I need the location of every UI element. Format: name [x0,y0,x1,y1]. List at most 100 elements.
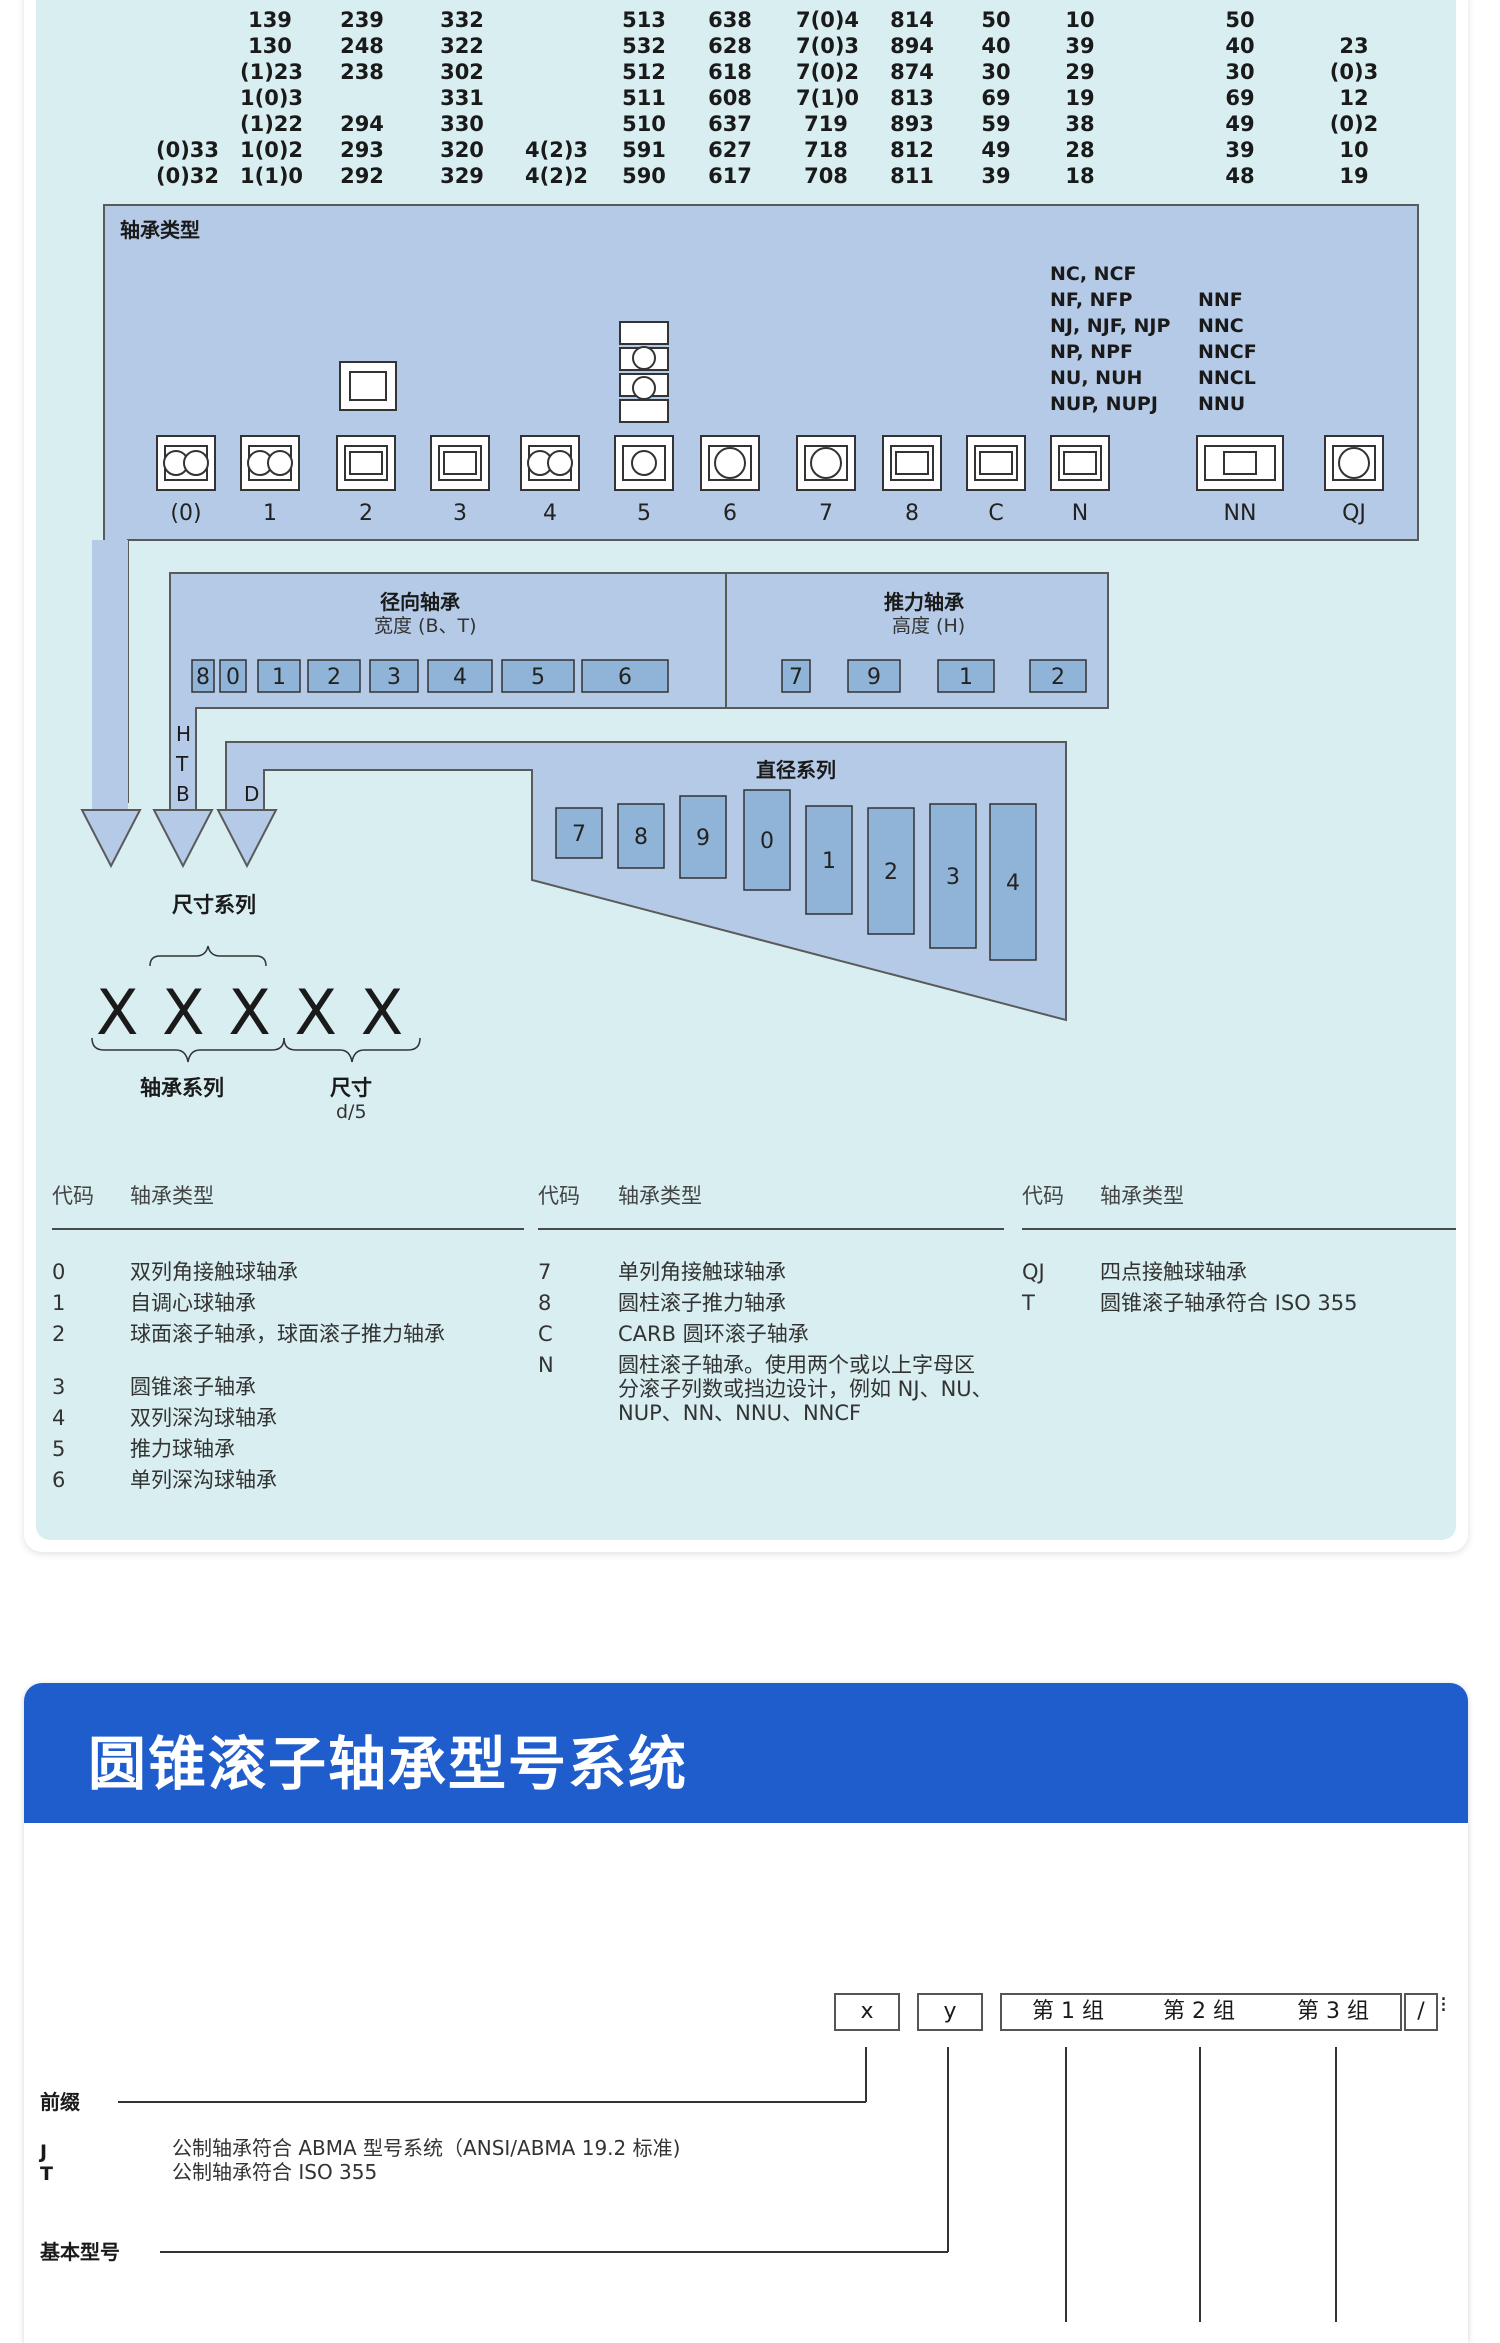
series-cell: 19 [1339,164,1369,188]
series-cell: 591 [622,138,666,162]
roller-icon [349,451,383,475]
type-code: 6 [52,1468,66,1492]
roller-icon [443,451,477,475]
diameter-code-label: 3 [946,865,960,890]
series-cell: 1(1)0 [240,164,304,188]
radial-code-box [307,659,361,693]
roller-icon [1223,451,1257,475]
series-cell: 7(1)0 [796,86,860,110]
type-description: 分滚子列数或挡边设计，例如 NJ、NU、 [618,1377,993,1401]
nn-variant: NNU [1198,393,1246,415]
section-title: 圆锥滚子轴承型号系统 [88,1730,689,1798]
code-header: 代码 [1022,1184,1064,1208]
type-description: 单列角接触球轴承 [618,1260,786,1284]
series-cell: 532 [622,34,666,58]
ball-icon [632,346,656,370]
radial-code-label: 1 [272,665,286,690]
nn-variant: NNCF [1198,341,1257,363]
type-code: T [1022,1291,1035,1315]
series-cell: 59 [981,112,1011,136]
type-description: 自调心球轴承 [130,1291,256,1315]
box-ellipsis: ⁝ [1440,1993,1447,2018]
series-cell: 39 [1065,34,1095,58]
n-variant: NC, NCF [1050,263,1137,285]
series-cell: 239 [340,8,384,32]
arrow-head-1 [80,809,142,869]
series-cell: 12 [1339,86,1369,110]
series-cell: 23 [1339,34,1369,58]
radial-code-label: 6 [618,665,632,690]
diameter-code-label: 4 [1006,871,1020,896]
diameter-code-box [617,803,665,869]
diameter-code-label: 1 [822,849,836,874]
series-cell: 292 [340,164,384,188]
letter-b: B [176,782,190,806]
basic-label: 基本型号 [40,2240,120,2264]
ball-icon [267,450,293,476]
series-cell: 40 [981,34,1011,58]
code-header: 代码 [538,1184,580,1208]
prefix-desc-j: 公制轴承符合 ABMA 型号系统（ANSI/ABMA 19.2 标准) [172,2136,681,2160]
type-description: CARB 圆环滚子轴承 [618,1322,809,1346]
table-header-rule [52,1228,524,1230]
section-banner: 圆锥滚子轴承型号系统 [24,1683,1468,1823]
type-description: 圆柱滚子轴承。使用两个或以上字母区 [618,1353,975,1377]
thrust-subtitle: 高度 (H) [892,615,966,637]
roller-icon [1063,451,1097,475]
radial-title: 径向轴承 [380,590,460,614]
bearing-type-code: N [1071,501,1089,526]
type-code: 5 [52,1437,66,1461]
series-cell: 293 [340,138,384,162]
ball-icon [632,376,656,400]
series-cell: 708 [804,164,848,188]
bearing-type-code: C [988,501,1004,526]
series-cell: 590 [622,164,666,188]
series-cell: 320 [440,138,484,162]
type-description: NUP、NN、NNU、NNCF [618,1401,862,1425]
series-cell: 813 [890,86,934,110]
radial-code-label: 8 [196,665,210,690]
series-cell: 1(0)3 [240,86,304,110]
series-cell: 139 [248,8,292,32]
series-cell: 50 [1225,8,1255,32]
series-cell: 637 [708,112,752,136]
type-header: 轴承类型 [130,1184,214,1208]
type-code: 8 [538,1291,552,1315]
nn-variant: NNC [1198,315,1244,337]
code-header: 代码 [52,1184,94,1208]
diameter-code-box [743,789,791,891]
bearing-type-code: NN [1223,501,1257,526]
series-cell: 10 [1065,8,1095,32]
n-variant: NP, NPF [1050,341,1133,363]
diameter-code-box [805,805,853,915]
radial-code-box [427,659,493,693]
type-code: 4 [52,1406,66,1430]
box-slash: / [1404,1993,1438,2031]
thrust-code-label: 2 [1051,665,1065,690]
arrow-head-2 [152,809,214,869]
series-cell: 718 [804,138,848,162]
brace-size [283,1037,421,1063]
prefix-code-t: T [40,2163,53,2185]
bearing-type-code: 5 [637,501,651,526]
series-cell: 330 [440,112,484,136]
radial-code-label: 5 [531,665,545,690]
ball-icon [1338,447,1370,479]
bearing-type-code: QJ [1342,501,1366,526]
bearing-type-code: (0) [170,501,202,526]
ball-icon [547,450,573,476]
series-cell: (0)2 [1329,112,1379,136]
type-description: 圆锥滚子轴承符合 ISO 355 [1100,1291,1358,1315]
box-group3: 第 3 组 [1266,1993,1402,2031]
series-cell: 30 [981,60,1011,84]
prefix-code-j: J [40,2141,48,2163]
series-cell: 617 [708,164,752,188]
type-description: 四点接触球轴承 [1100,1260,1247,1284]
thrust-code-label: 7 [789,665,803,690]
type-code: QJ [1022,1260,1045,1284]
n-variant: NUP, NUPJ [1050,393,1158,415]
type-header: 轴承类型 [618,1184,702,1208]
series-cell: 608 [708,86,752,110]
bearing-type-code: 1 [263,501,277,526]
